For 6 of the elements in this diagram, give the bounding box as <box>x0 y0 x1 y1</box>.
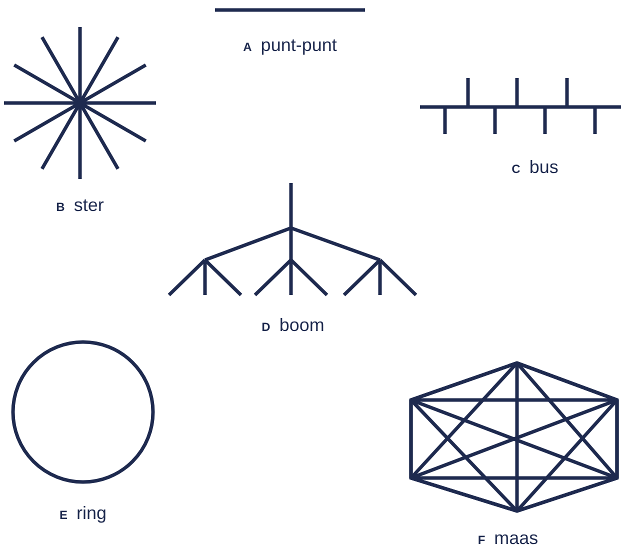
figure-caption: B ster <box>56 196 104 214</box>
figure-caption: C bus <box>512 158 558 176</box>
figure-caption: F maas <box>478 529 538 547</box>
figure-caption: A punt-punt <box>243 36 337 54</box>
figure-caption: E ring <box>59 504 107 522</box>
figure-caption: D boom <box>262 316 324 334</box>
